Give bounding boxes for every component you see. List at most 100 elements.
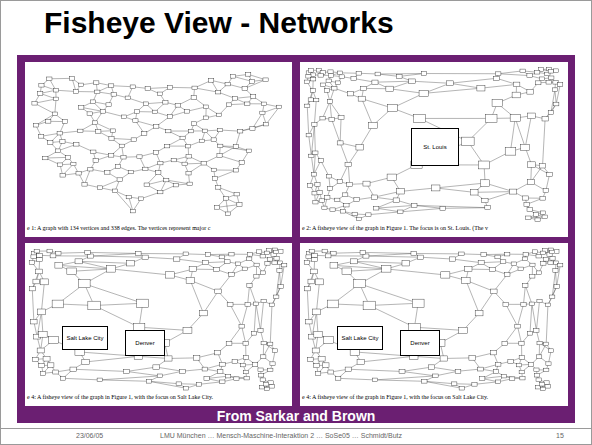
graph-vertex [513, 82, 520, 87]
graph-edge [340, 143, 348, 165]
graph-edge [182, 369, 204, 371]
graph-vertex [529, 302, 534, 306]
graph-vertex [472, 383, 477, 387]
graph-vertex [493, 370, 498, 374]
graph-vertex [152, 110, 157, 114]
graph-vertex [184, 386, 189, 390]
graph-edge [481, 262, 503, 263]
figure-image: e 4: A fisheye view of the graph in Figu… [25, 243, 292, 406]
graph-edge [338, 378, 375, 380]
graph-vertex [516, 363, 521, 367]
graph-edge [414, 205, 487, 207]
graph-edge [368, 212, 400, 215]
graph-edge [328, 255, 366, 256]
graph-edge [314, 161, 321, 175]
graph-edge [203, 291, 218, 313]
graph-vertex [550, 257, 555, 261]
graph-vertex [238, 129, 243, 133]
graph-vertex [505, 252, 510, 256]
graph-vertex [215, 289, 222, 294]
graph-edge [386, 269, 445, 275]
graph-edge [111, 269, 170, 275]
graph-edge [510, 118, 515, 151]
graph-edge [506, 304, 518, 326]
graph-edge [414, 356, 444, 358]
graph-vertex [175, 104, 180, 108]
graph-edge [402, 371, 435, 375]
graph-edge [58, 252, 87, 254]
graph-vertex [174, 257, 180, 261]
graph-edge [256, 304, 260, 331]
graph-vertex [34, 249, 39, 253]
graph-vertex [325, 196, 330, 200]
graph-vertex [495, 72, 500, 76]
graph-edge [518, 326, 522, 343]
graph-edge [361, 356, 414, 362]
graph-edge [100, 380, 149, 381]
graph-edge [307, 91, 313, 106]
graph-vertex [264, 122, 269, 126]
graph-vertex [519, 370, 524, 374]
graph-vertex [262, 102, 267, 106]
graph-vertex [85, 251, 90, 255]
graph-edges [307, 69, 560, 220]
graph-vertex [249, 80, 254, 84]
graph-edge [515, 118, 525, 147]
graph-vertex [186, 171, 191, 175]
graph-vertex [311, 77, 316, 81]
city-name: St. Louis [423, 144, 446, 150]
graph-vertex [245, 102, 250, 106]
graph-edge [363, 252, 414, 253]
purple-panel [17, 55, 575, 423]
graph-vertex [508, 360, 513, 364]
graph-vertex [122, 115, 127, 119]
graph-edge [348, 369, 402, 371]
graph-vertex [62, 120, 67, 124]
graph-illustration [25, 62, 292, 237]
graph-vertex [558, 263, 563, 267]
graph-vertex [226, 341, 232, 345]
graph-vertex [142, 132, 147, 136]
graph-vertex [218, 144, 223, 148]
graph-vertex [167, 86, 172, 90]
graph-vertex [60, 140, 65, 144]
graph-edge [458, 369, 481, 371]
graph-vertex [534, 368, 539, 372]
graph-vertex [366, 213, 371, 217]
graph-vertex [539, 164, 545, 168]
graph-edge [208, 254, 232, 255]
graph-vertex [52, 112, 57, 116]
graph-vertex [91, 150, 96, 154]
graph-edge [316, 282, 319, 312]
graph-vertices [304, 248, 563, 391]
graph-vertex [311, 269, 318, 274]
graph-vertex [337, 180, 343, 184]
graph-vertex [97, 186, 102, 190]
graph-vertex [548, 261, 553, 265]
graph-vertex [409, 79, 415, 83]
graph-vertex [109, 154, 114, 158]
graph-vertex [554, 102, 559, 106]
graph-vertex [56, 251, 61, 255]
graph-edge [347, 269, 387, 271]
graph-edge [552, 271, 555, 297]
graph-vertex [260, 111, 265, 115]
graph-vertex [233, 145, 238, 149]
graph-edge [86, 356, 139, 362]
graph-vertex [523, 284, 528, 288]
graph-vertex [37, 309, 45, 315]
graph-vertex [500, 260, 505, 264]
graph-vertex [350, 349, 359, 355]
graph-vertex [306, 133, 311, 137]
graph-vertex [57, 163, 62, 167]
graph-edge [461, 253, 483, 255]
graph-edge [551, 90, 555, 113]
graph-edge [375, 81, 412, 83]
graph-edge [177, 259, 206, 263]
graph-edge [314, 100, 316, 124]
graph-edge [160, 371, 183, 376]
graph-vertex [318, 74, 323, 78]
graph-vertex [113, 189, 118, 193]
graph-edge [60, 131, 81, 133]
graph-vertex [109, 84, 114, 88]
